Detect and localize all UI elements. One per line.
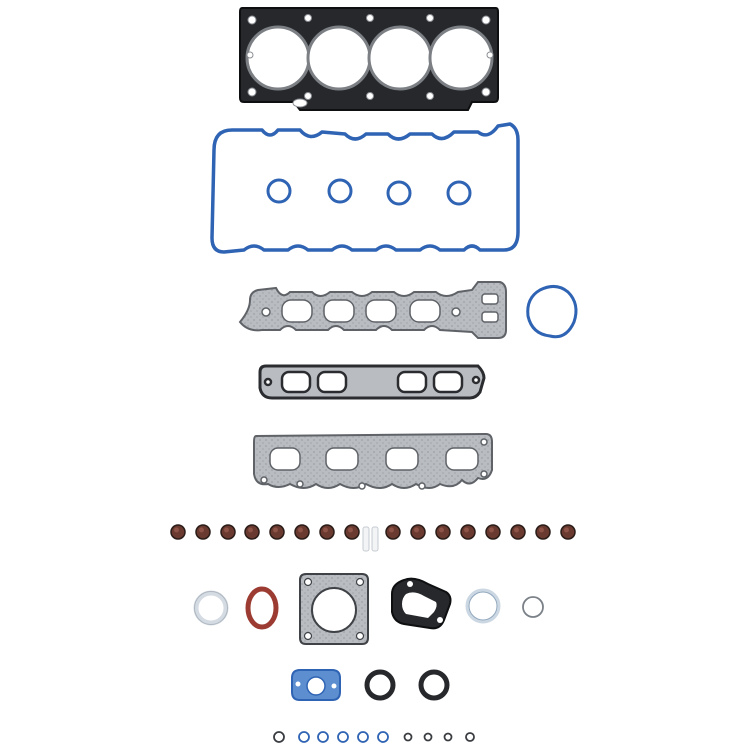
bore-2 <box>306 25 372 91</box>
tiny-o-ring <box>465 732 475 742</box>
valve-stem-seal <box>510 524 526 540</box>
tiny-o-ring <box>443 732 453 742</box>
valve-stem-seal <box>344 524 360 540</box>
valve-stem-seal <box>195 524 211 540</box>
bore-1 <box>245 25 311 91</box>
intake-manifold-gasket <box>238 281 507 339</box>
valve-stem-seal <box>410 524 426 540</box>
tiny-o-ring <box>317 731 329 743</box>
tiny-o-ring <box>273 731 285 743</box>
valve-stem-seal <box>220 524 236 540</box>
spark-plug-tube-seal-4 <box>446 180 472 206</box>
valve-stem-seal <box>485 524 501 540</box>
spark-plug-tube-seal-1 <box>266 178 292 204</box>
spark-plug-tube-seal-2 <box>327 178 353 204</box>
red-o-ring <box>245 586 279 630</box>
valve-stem-seals <box>170 524 576 540</box>
valve-stem-seal <box>560 524 576 540</box>
pale-o-ring-large <box>193 590 229 626</box>
valve-cover-gasket <box>210 122 520 254</box>
valve-stem-seal <box>535 524 551 540</box>
plenum-gasket <box>258 364 486 400</box>
black-seal-ring-2 <box>418 669 450 701</box>
throttle-body-gasket <box>299 573 369 645</box>
tiny-o-ring <box>337 731 349 743</box>
valve-stem-seal <box>294 524 310 540</box>
tiny-o-ring <box>403 732 413 742</box>
water-outlet-gasket <box>291 669 341 701</box>
small-o-rings-row <box>273 731 475 743</box>
tiny-o-ring <box>377 731 389 743</box>
valve-stem-seal <box>460 524 476 540</box>
locating-dowels <box>362 526 379 552</box>
pale-o-ring-large-inner <box>194 591 228 625</box>
small-o-ring <box>522 596 544 618</box>
exhaust-manifold-gasket <box>253 432 493 490</box>
valve-stem-seal <box>269 524 285 540</box>
clear-o-ring-inner <box>468 591 498 621</box>
valve-stem-seal <box>170 524 186 540</box>
spark-plug-tube-seal-3 <box>386 180 412 206</box>
bore-4 <box>428 25 494 91</box>
valve-stem-seal <box>435 524 451 540</box>
cylinder-head-gasket <box>239 7 499 111</box>
egr-gasket <box>391 577 452 630</box>
valve-stem-seal <box>385 524 401 540</box>
valve-stem-seal <box>244 524 260 540</box>
black-seal-ring-1 <box>364 669 396 701</box>
tiny-o-ring <box>423 732 433 742</box>
valve-stem-seal <box>319 524 335 540</box>
thermostat-housing-gasket <box>526 285 578 339</box>
tiny-o-ring <box>298 731 310 743</box>
bore-3 <box>367 25 433 91</box>
tiny-o-ring <box>357 731 369 743</box>
clear-o-ring <box>465 588 501 624</box>
